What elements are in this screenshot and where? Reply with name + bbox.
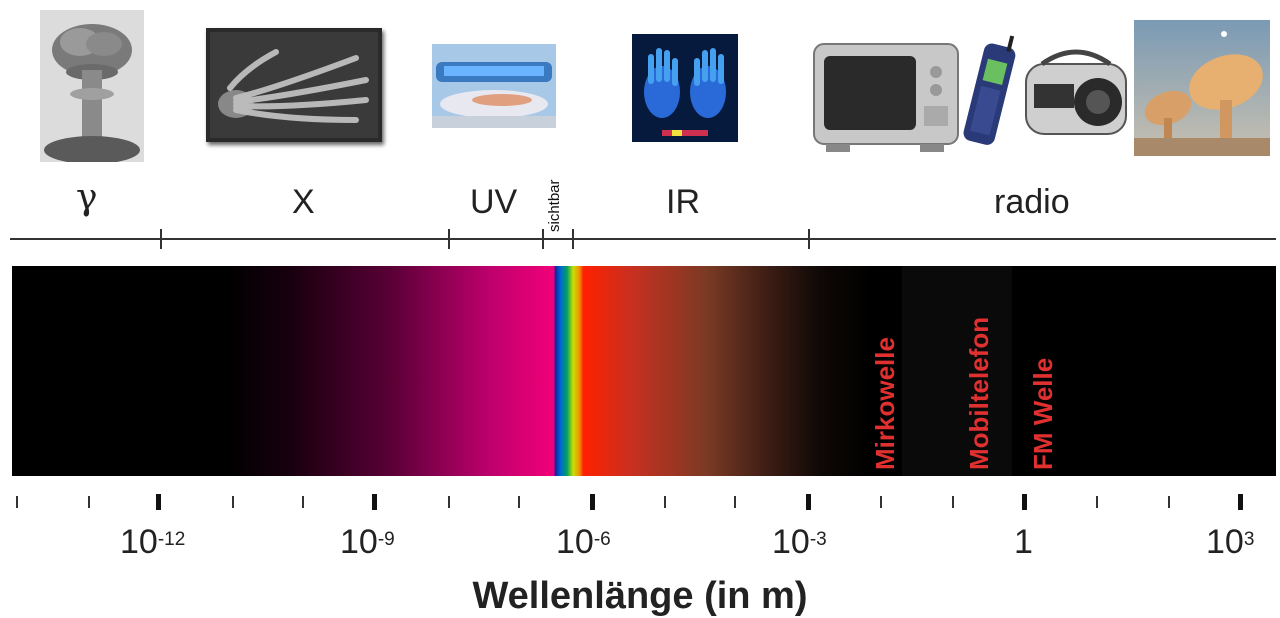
axis-tick-label: 10-12 <box>120 523 186 561</box>
mobile-band-region <box>902 266 1012 476</box>
xray-hand-icon <box>206 28 382 142</box>
band-divider <box>448 229 450 249</box>
axis-minor-tick <box>880 496 882 508</box>
axis-minor-tick <box>664 496 666 508</box>
axis-minor-tick <box>1096 496 1098 508</box>
axis-minor-tick <box>952 496 954 508</box>
axis-major-tick <box>156 494 161 510</box>
axis-tick-label: 10-9 <box>340 523 395 561</box>
axis-major-tick <box>1238 494 1243 510</box>
mushroom-cloud-icon <box>40 10 144 162</box>
axis-minor-tick <box>448 496 450 508</box>
sub-band-label-mobile: Mobiltelefon <box>964 316 994 470</box>
axis-title: Wellenlänge (in m) <box>472 575 808 617</box>
axis-major-tick <box>590 494 595 510</box>
band-label-gamma: γ <box>76 177 98 218</box>
band-scale-line <box>10 238 1276 240</box>
band-divider <box>808 229 810 249</box>
spectrum-bar <box>12 266 1276 476</box>
axis-tick-label: 10-6 <box>556 523 611 561</box>
axis-tick-label: 10-3 <box>772 523 827 561</box>
band-divider <box>542 229 544 249</box>
band-label-xray: X <box>292 183 315 221</box>
band-label-ir: IR <box>666 183 700 221</box>
tanning-bed-icon <box>432 44 556 128</box>
axis-minor-tick <box>16 496 18 508</box>
axis-major-tick <box>1022 494 1027 510</box>
band-divider <box>160 229 162 249</box>
band-label-visible: sichtbar <box>546 179 563 232</box>
axis-minor-tick <box>88 496 90 508</box>
axis-minor-tick <box>734 496 736 508</box>
axis-major-tick <box>806 494 811 510</box>
axis-minor-tick <box>1168 496 1170 508</box>
band-label-radio: radio <box>994 183 1070 221</box>
sub-band-label-microwave: Mirkowelle <box>870 337 900 470</box>
axis-tick-label: 103 <box>1206 523 1255 561</box>
sub-band-label-fm: FM Welle <box>1028 357 1058 470</box>
axis-tick-label: 1 <box>1014 523 1033 561</box>
axis-minor-tick <box>302 496 304 508</box>
axis-minor-tick <box>232 496 234 508</box>
band-label-uv: UV <box>470 183 518 221</box>
tv-phone-radio-icon <box>812 30 1130 162</box>
band-divider <box>572 229 574 249</box>
axis-major-tick <box>372 494 377 510</box>
axis-minor-tick <box>518 496 520 508</box>
thermal-hands-icon <box>632 34 738 142</box>
satellite-dish-icon <box>1134 20 1270 156</box>
